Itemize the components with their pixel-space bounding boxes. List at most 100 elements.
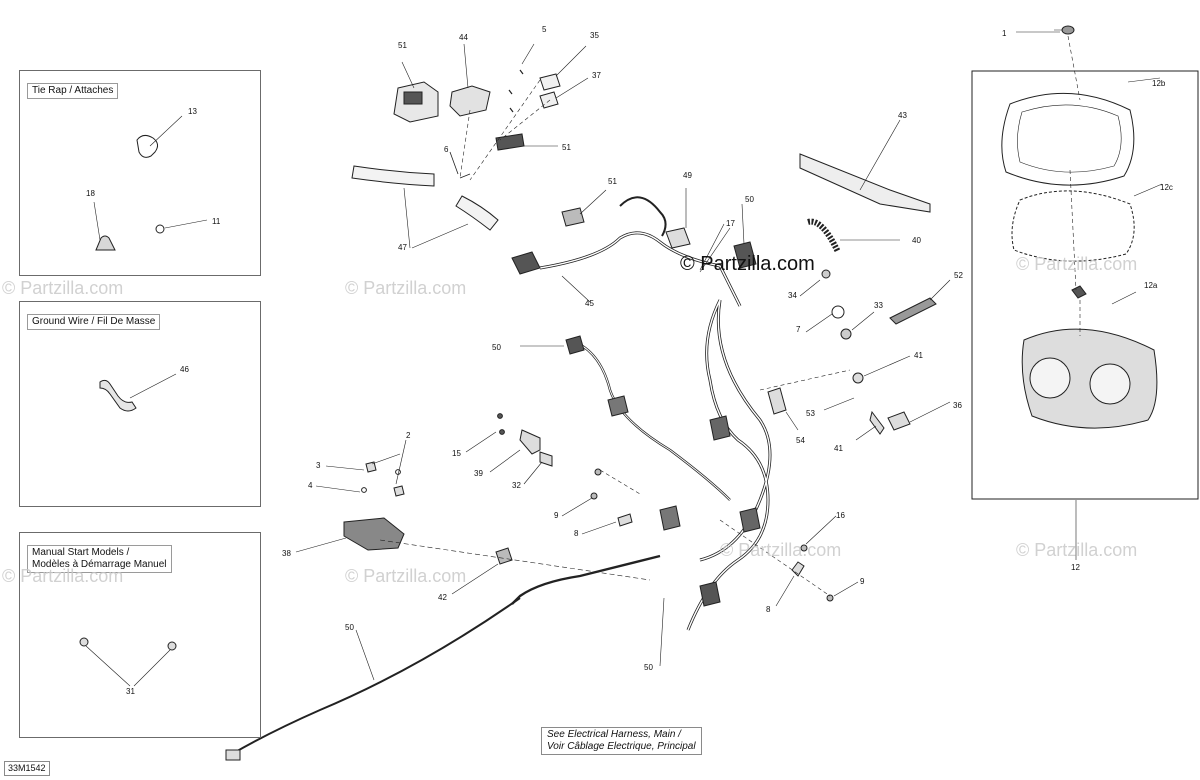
connector-50a	[565, 335, 585, 355]
callout-51c: 51	[608, 177, 617, 186]
extension-cable-50	[231, 597, 521, 755]
watermark: © Partzilla.com	[1016, 540, 1138, 560]
connector-51b	[495, 133, 525, 151]
nut-16	[800, 544, 808, 552]
callout-32: 32	[512, 481, 521, 490]
callout-43: 43	[898, 111, 907, 120]
reference-note: See Electrical Harness, Main / Voir Câbl…	[541, 727, 702, 755]
connector-50c	[739, 507, 761, 533]
callout-40: 40	[912, 236, 921, 245]
manual-start-line2: Modèles à Démarrage Manuel	[32, 559, 167, 570]
tie-rap-clip-13	[136, 134, 159, 158]
ground-wire-box: Ground Wire / Fil De Masse	[19, 301, 261, 507]
connector-50b	[699, 581, 721, 607]
gauge-12	[1021, 328, 1158, 429]
ground-wire-46	[99, 379, 137, 412]
callout-47: 47	[398, 243, 407, 252]
callout-33: 33	[874, 301, 883, 310]
callout-52: 52	[954, 271, 963, 280]
callout-39: 39	[474, 469, 483, 478]
manual-start-box: Manual Start Models / Modèles à Démarrag…	[19, 532, 261, 738]
key-52	[889, 297, 937, 325]
callout-9a: 9	[554, 511, 559, 520]
connector-54	[767, 387, 787, 415]
cable-end-connector	[225, 749, 241, 761]
callout-36: 36	[953, 401, 962, 410]
switch-35	[539, 73, 561, 91]
callout-3: 3	[316, 461, 321, 470]
callout-13: 13	[188, 107, 197, 116]
part-34	[821, 269, 831, 279]
callout-53: 53	[806, 409, 815, 418]
hose-47b	[455, 195, 499, 231]
manual-start-line1: Manual Start Models /	[32, 547, 130, 558]
tie-rap-title: Tie Rap / Attaches	[27, 83, 119, 99]
hose-47a	[351, 165, 435, 187]
callout-46: 46	[180, 365, 189, 374]
callout-8b: 8	[766, 605, 771, 614]
nut-3	[365, 461, 377, 473]
callout-8a: 8	[574, 529, 579, 538]
callout-17: 17	[726, 219, 735, 228]
callout-51b: 51	[562, 143, 571, 152]
reference-note-line1: See Electrical Harness, Main /	[547, 729, 681, 740]
callout-1: 1	[1002, 29, 1007, 38]
callout-12a: 12a	[1144, 281, 1158, 290]
callout-51a: 51	[398, 41, 407, 50]
grommet-42	[495, 547, 513, 565]
callout-41a: 41	[914, 351, 923, 360]
manual-start-title: Manual Start Models / Modèles à Démarrag…	[27, 545, 172, 573]
callout-18: 18	[86, 189, 95, 198]
bezel-12b	[1001, 92, 1135, 186]
bracket-43	[799, 153, 931, 213]
bulb-12a	[1071, 285, 1087, 299]
callout-50d: 50	[345, 623, 354, 632]
part-49	[665, 227, 691, 249]
clip-18	[95, 235, 116, 251]
nut-2	[393, 485, 405, 497]
ground-wire-title: Ground Wire / Fil De Masse	[27, 314, 161, 330]
fastener-1	[1061, 25, 1075, 35]
diagram-code: 33M1542	[4, 761, 50, 776]
coil-cord-40	[807, 218, 841, 254]
callout-12: 12	[1071, 563, 1080, 572]
watermark: © Partzilla.com	[720, 540, 842, 560]
callout-11: 11	[212, 217, 221, 226]
nut-41	[852, 372, 864, 384]
callout-9b: 9	[860, 577, 865, 586]
bracket-39	[519, 429, 541, 455]
callout-12b: 12b	[1152, 79, 1166, 88]
lanyard-36	[869, 410, 911, 435]
connector-50f	[607, 395, 629, 417]
callout-16: 16	[836, 511, 845, 520]
tie-rap-box: Tie Rap / Attaches	[19, 70, 261, 276]
watermark: © Partzilla.com	[2, 566, 124, 586]
callout-42: 42	[438, 593, 447, 602]
washer-7	[831, 305, 845, 319]
watermark: © Partzilla.com	[345, 566, 467, 586]
callout-2: 2	[406, 431, 411, 440]
callout-50c: 50	[644, 663, 653, 672]
cluster-box-12	[971, 70, 1199, 500]
callout-31: 31	[126, 687, 135, 696]
part-50-top	[733, 241, 757, 269]
clip-11	[155, 224, 165, 234]
connector-50e	[709, 415, 731, 441]
callout-4: 4	[308, 481, 313, 490]
main-harness-50	[686, 299, 772, 631]
nut-33	[840, 328, 852, 340]
watermark: © Partzilla.com	[2, 278, 124, 298]
bracket-8a	[617, 513, 633, 527]
callout-34: 34	[788, 291, 797, 300]
reference-note-line2: Voir Câblage Electrique, Principal	[547, 741, 696, 752]
connector-50d	[659, 505, 681, 531]
callout-50a: 50	[745, 195, 754, 204]
connector-45	[511, 251, 541, 275]
callout-38: 38	[282, 549, 291, 558]
callout-49: 49	[683, 171, 692, 180]
callout-5: 5	[542, 25, 547, 34]
switch-housing-44	[449, 85, 491, 117]
callout-37: 37	[592, 71, 601, 80]
